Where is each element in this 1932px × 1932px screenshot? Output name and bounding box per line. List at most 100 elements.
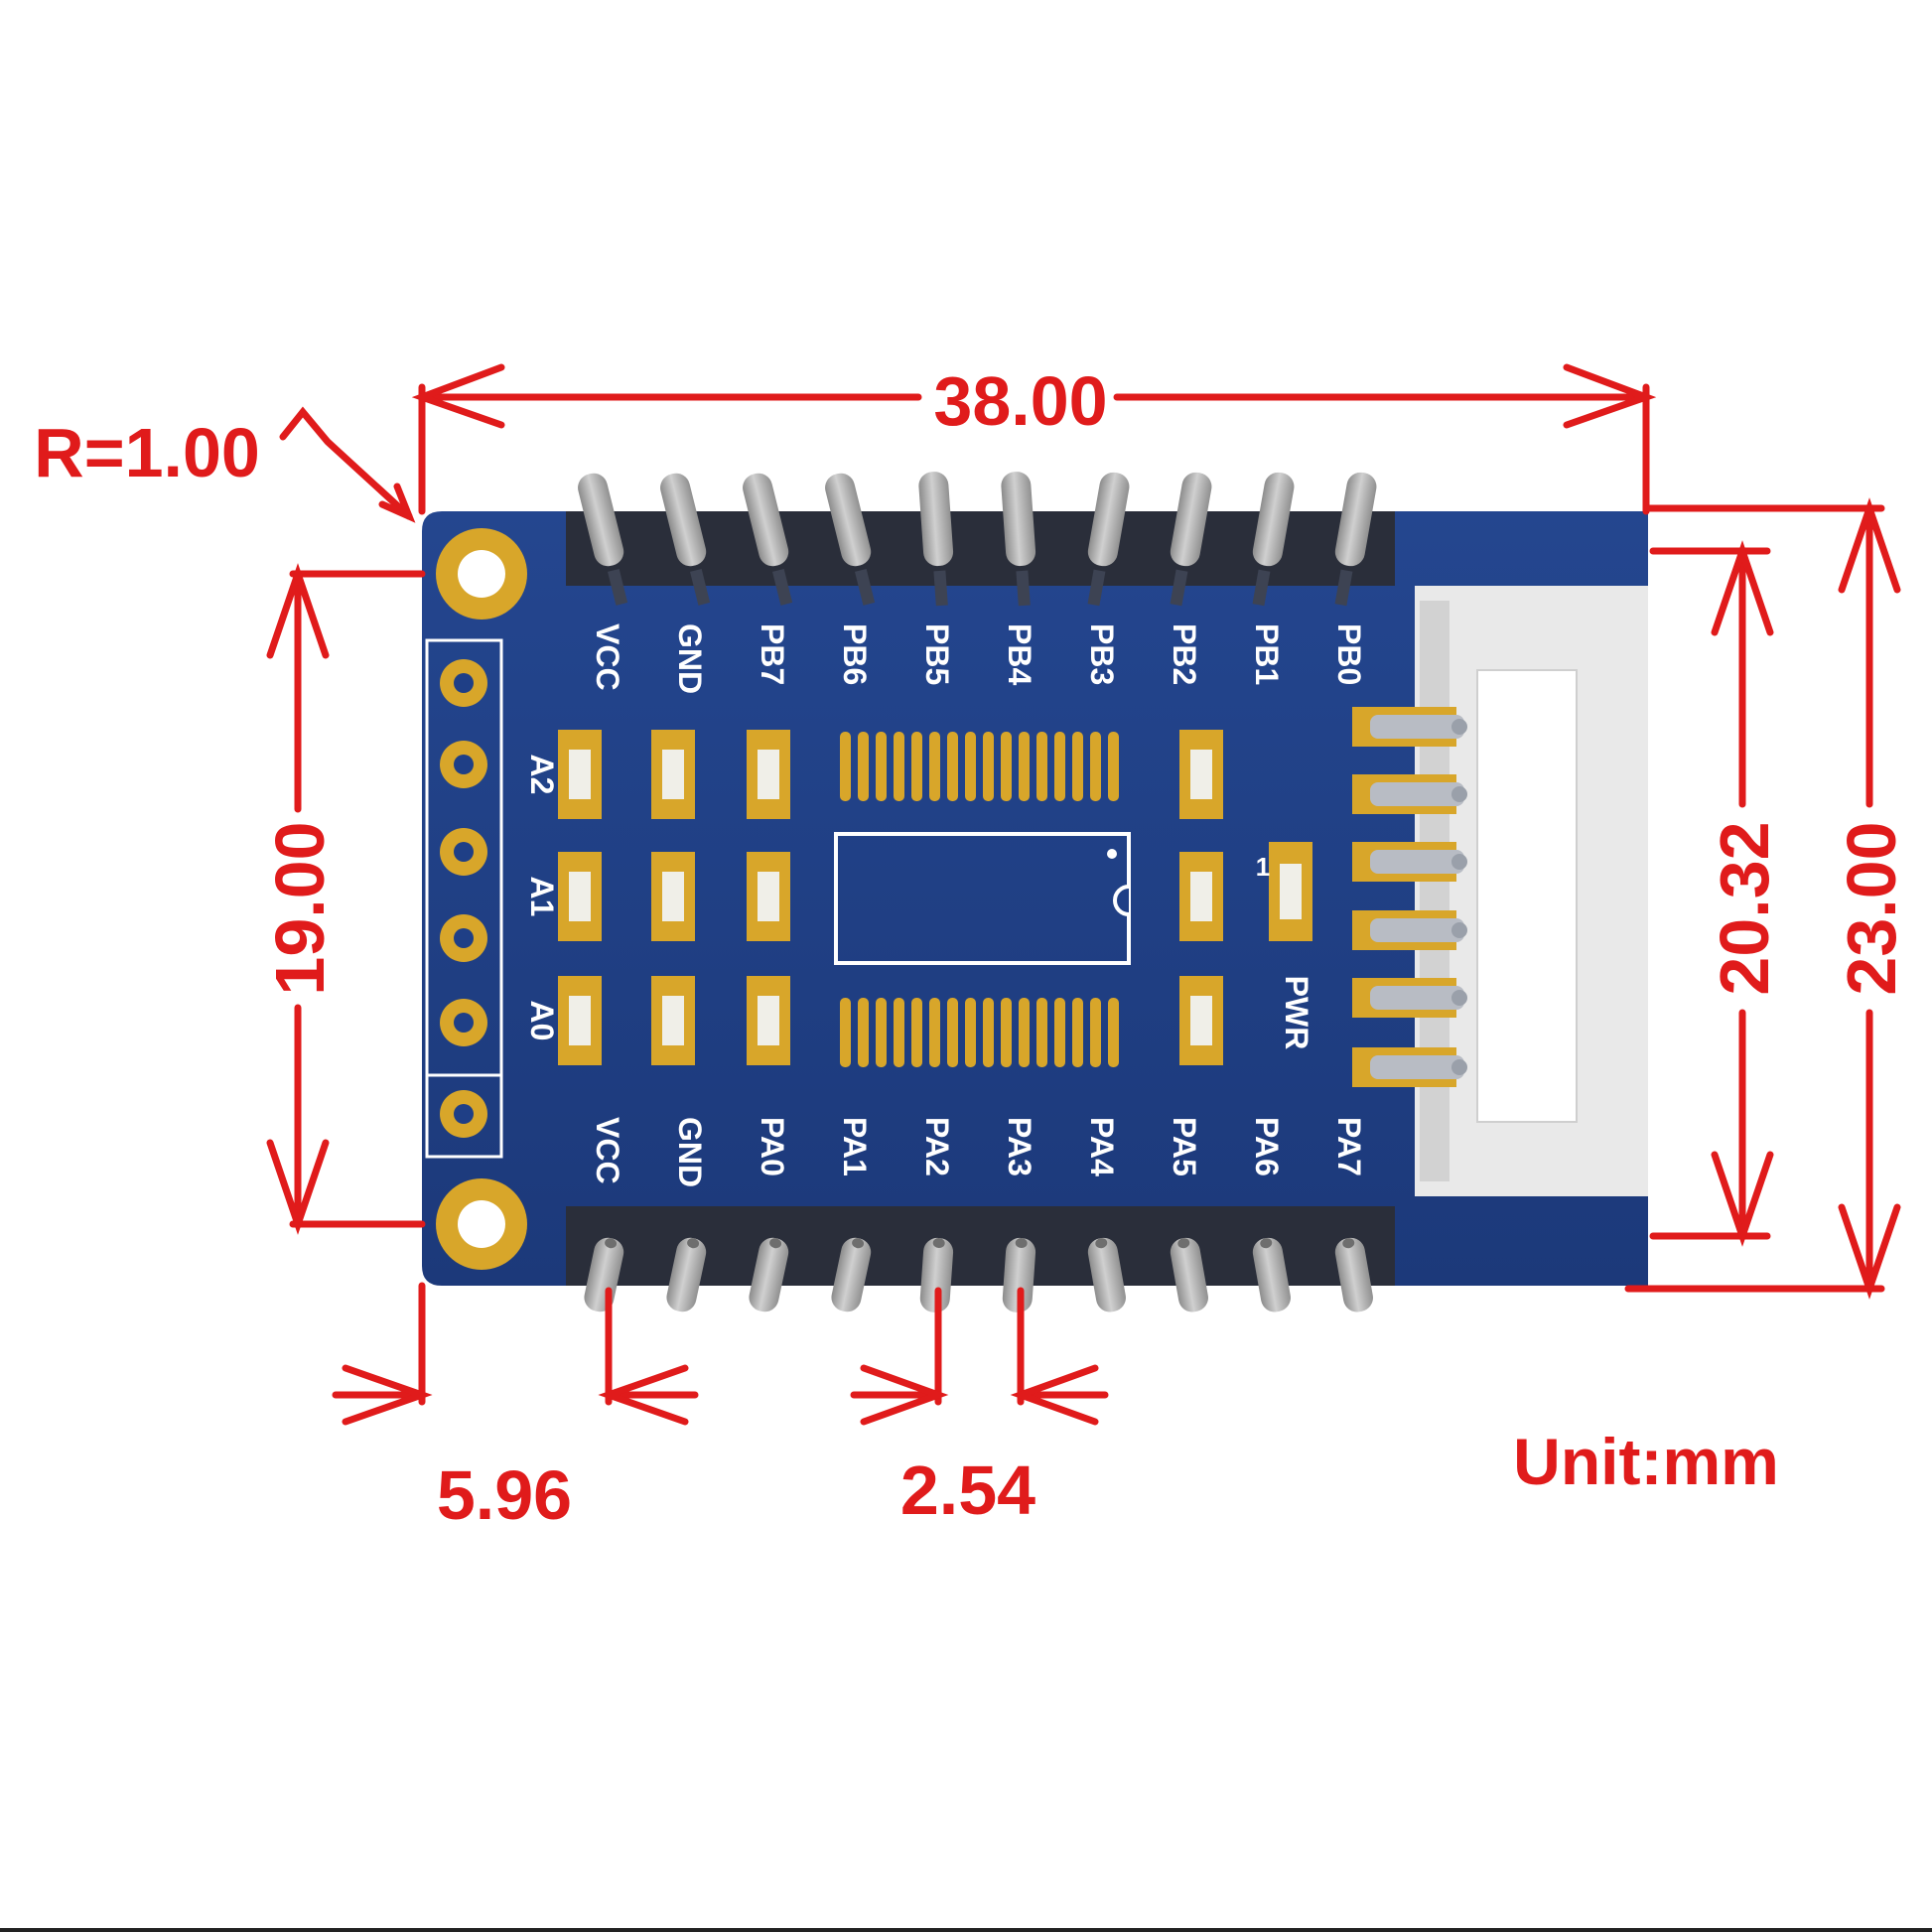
address-label: A1 [524,877,560,917]
top-pin-label: PB5 [919,623,955,685]
top-pin [578,473,628,606]
header-pad [440,999,487,1046]
smd-pad [1179,976,1223,1065]
top-pin [1001,472,1036,607]
top-pin [1170,472,1212,607]
smd-pad [558,730,602,819]
top-pin [1334,472,1377,607]
dim-edge-to-pin-label: 5.96 [437,1456,572,1534]
top-pin-label: VCC [590,623,625,691]
ic-pad [929,732,940,801]
connector-pin [1352,1047,1467,1087]
ic-pad [947,998,958,1067]
ic-pad [1108,998,1119,1067]
ic-pad [911,998,922,1067]
bottom-pin-label: PA3 [1002,1117,1037,1176]
pcb-board [422,511,1648,1286]
address-label: A0 [524,1001,560,1041]
header-pad [440,828,487,876]
top-pin [825,473,876,606]
bottom-pin [584,1237,624,1312]
smd-pad [651,730,695,819]
bottom-pin-label: GND [672,1117,708,1187]
ic-pad [840,732,851,801]
dim-pin-pitch-label: 2.54 [900,1451,1035,1529]
smd-pad [747,976,790,1065]
connector-pin [1352,910,1467,950]
bottom-pin-label: PA5 [1167,1117,1202,1176]
dim-connector-pitch-label: 20.32 [1706,821,1783,995]
dimension-lines [266,363,1901,1426]
bottom-border [0,1928,1932,1932]
ic-pad [858,998,869,1067]
bottom-header-pins [584,1237,1373,1312]
top-pin-label: PB7 [755,623,790,685]
pwr-label: PWR [1279,976,1314,1050]
top-pin-label: PB1 [1249,623,1285,685]
ic-pad [840,998,851,1067]
bottom-pin-label: PA4 [1084,1117,1120,1176]
address-label: A2 [524,755,560,795]
smd-pad [651,852,695,941]
ic-pad [1108,732,1119,801]
side-connector [1352,586,1648,1196]
top-pin-label: PB2 [1167,623,1202,685]
bottom-pin [1170,1237,1208,1312]
mounting-hole-top [436,528,527,620]
smd-pad [1179,852,1223,941]
ic-pad [983,998,994,1067]
ic-pad [929,998,940,1067]
ic-pad [1090,732,1101,801]
smd-pad [747,730,790,819]
bottom-pin-labels: VCC GND PA0 PA1 PA2 PA3 PA4 PA5 PA6 PA7 [590,1117,1367,1187]
bottom-pin [919,1237,954,1312]
ic-pad [1019,732,1030,801]
unit-label: Unit:mm [1513,1425,1779,1498]
bottom-pin [1334,1237,1373,1312]
smd-component-pads [558,730,1223,1065]
bottom-pin-label: PA1 [837,1117,873,1176]
led-index: 1 [1256,852,1270,882]
top-pin [918,472,954,607]
bottom-pin [749,1237,789,1312]
bottom-pin [666,1237,707,1312]
ic-pad [1001,732,1012,801]
bottom-pin-label: PA6 [1249,1117,1285,1176]
dim-corner-radius-label: R=1.00 [34,414,260,491]
dim-hole-spacing-label: 19.00 [261,821,339,995]
ic-pad [894,732,904,801]
ic-pad [1054,732,1065,801]
bottom-pin-label: PA2 [919,1117,955,1176]
ic-pad [858,732,869,801]
bottom-pin [831,1237,872,1312]
ic-pad [876,732,887,801]
bottom-pin-label: PA0 [755,1117,790,1176]
ic-pad [947,732,958,801]
smd-pad [558,976,602,1065]
header-pad [440,741,487,788]
smd-pad [651,976,695,1065]
connector-pin [1352,774,1467,814]
header-pad [440,914,487,962]
bottom-pin-label: VCC [590,1117,625,1184]
ic-pad [1036,732,1047,801]
top-pin [660,473,711,606]
bottom-pin [1002,1237,1036,1312]
dim-height-label: 23.00 [1833,821,1910,995]
top-pin-label: PB4 [1002,623,1037,685]
ic-pad [894,998,904,1067]
ic-pad [1072,998,1083,1067]
ic-pad [1054,998,1065,1067]
top-pin [1087,472,1130,607]
connector-pin [1352,707,1467,747]
top-pin-label: PB3 [1084,623,1120,685]
smd-pad [558,852,602,941]
pwr-led: 1 PWR [1256,842,1314,1049]
top-header-pins [578,472,1377,607]
mounting-hole-bottom [436,1178,527,1270]
ic-pad [1001,998,1012,1067]
bottom-pin-label: PA7 [1331,1117,1367,1176]
